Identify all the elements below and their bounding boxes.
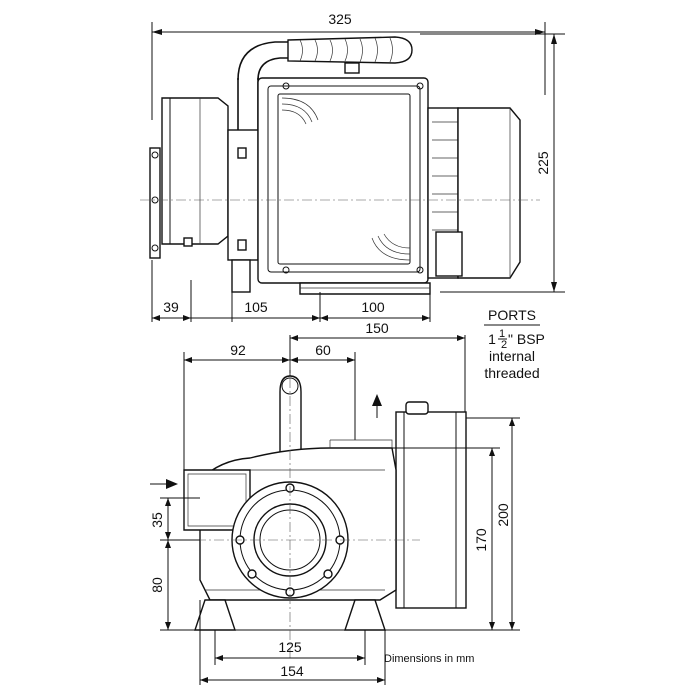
terminal-box-front bbox=[395, 401, 467, 609]
ports-title: PORTS bbox=[488, 307, 536, 323]
ports-note: PORTS 1 1 2 " BSP internal threaded bbox=[484, 307, 545, 381]
port-size-whole: 1 bbox=[488, 331, 496, 347]
port-size-numerator: 1 bbox=[499, 328, 505, 340]
dim-label-shaft-height: 80 bbox=[149, 577, 165, 593]
side-view: 325 225 bbox=[140, 11, 565, 322]
dimension-top-front: 150 92 60 bbox=[183, 320, 466, 470]
port-note-threaded: threaded bbox=[484, 365, 539, 381]
dimension-bottom-side: 39 105 100 bbox=[151, 260, 431, 322]
terminal-box-side bbox=[257, 77, 429, 284]
dimension-side-height: 225 bbox=[420, 33, 565, 293]
dim-label-motor-feet: 100 bbox=[361, 299, 385, 315]
dim-label-box-offset: 150 bbox=[365, 320, 389, 336]
dim-label-port-height: 35 bbox=[149, 512, 165, 528]
carry-handle bbox=[237, 36, 413, 130]
dim-label-overall-width: 154 bbox=[280, 663, 304, 679]
port-thread-type: " BSP bbox=[508, 331, 545, 347]
units-note: Dimensions in mm bbox=[384, 653, 474, 665]
dim-label-pump-to-motor: 105 bbox=[244, 299, 268, 315]
dim-label-feet-spacing: 125 bbox=[278, 639, 302, 655]
motor-fan-cover-side bbox=[427, 107, 521, 279]
dimension-bottom-front: 125 154 bbox=[199, 600, 386, 685]
carry-handle-front bbox=[279, 375, 302, 471]
outlet-arrow bbox=[372, 394, 382, 418]
dim-label-flange-depth: 39 bbox=[163, 299, 179, 315]
dim-label-center-to-handle: 60 bbox=[315, 342, 331, 358]
dimension-right-front: 170 200 bbox=[390, 417, 520, 631]
dim-label-overall-length: 325 bbox=[328, 11, 352, 27]
inlet-arrow bbox=[150, 479, 178, 489]
port-note-internal: internal bbox=[489, 348, 535, 364]
dim-label-overall-height: 200 bbox=[495, 503, 511, 527]
dim-label-inlet-offset: 92 bbox=[230, 342, 246, 358]
motor-feet-side bbox=[299, 282, 431, 295]
dimension-left-front: 35 80 bbox=[149, 497, 200, 631]
pump-head-side bbox=[149, 97, 259, 293]
port-size-denominator: 2 bbox=[501, 339, 507, 351]
dim-label-side-height: 225 bbox=[535, 151, 551, 175]
dim-label-box-height: 170 bbox=[473, 528, 489, 552]
front-view: 150 92 60 bbox=[149, 320, 520, 685]
